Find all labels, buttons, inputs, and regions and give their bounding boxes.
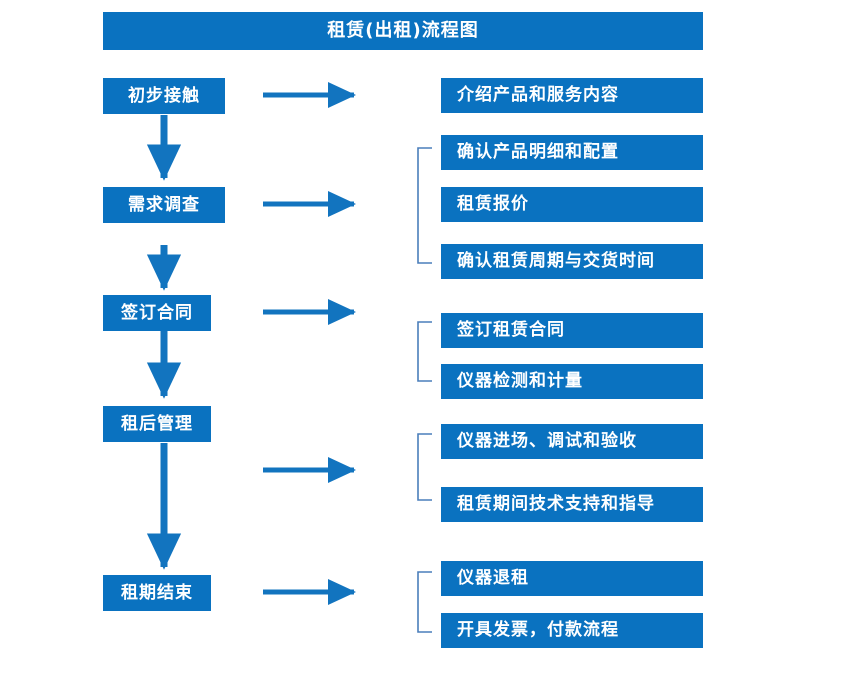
detail-box-instrument-entry-commissioning-acceptance[interactable]: 仪器进场、调试和验收 <box>441 424 703 459</box>
detail-label: 介绍产品和服务内容 <box>457 85 619 105</box>
detail-box-sign-rental-contract[interactable]: 签订租赁合同 <box>441 313 703 348</box>
detail-box-instrument-return[interactable]: 仪器退租 <box>441 561 703 596</box>
detail-label: 仪器检测和计量 <box>457 371 583 391</box>
detail-box-technical-support-guidance[interactable]: 租赁期间技术支持和指导 <box>441 487 703 522</box>
stage-label: 初步接触 <box>128 85 200 106</box>
detail-box-confirm-product-details-config[interactable]: 确认产品明细和配置 <box>441 135 703 170</box>
detail-label: 确认产品明细和配置 <box>457 142 619 162</box>
detail-label: 仪器退租 <box>457 568 529 588</box>
stage-label: 租期结束 <box>121 582 193 603</box>
stage-label: 需求调查 <box>128 194 200 215</box>
detail-label: 确认租赁周期与交货时间 <box>457 251 655 271</box>
detail-label: 开具发票，付款流程 <box>457 620 619 640</box>
stage-label: 签订合同 <box>121 302 193 323</box>
detail-box-rental-quotation[interactable]: 租赁报价 <box>441 187 703 222</box>
stage-box-sign-contract[interactable]: 签订合同 <box>103 295 211 331</box>
detail-label: 租赁报价 <box>457 194 529 214</box>
diagram-title-bar: 租赁(出租)流程图 <box>103 12 703 50</box>
bracket-stage-2 <box>417 147 432 264</box>
bracket-stage-4 <box>417 433 432 501</box>
stage-box-requirement-survey[interactable]: 需求调查 <box>103 187 225 223</box>
detail-box-introduce-products-services[interactable]: 介绍产品和服务内容 <box>441 78 703 113</box>
detail-label: 租赁期间技术支持和指导 <box>457 494 655 514</box>
group-brackets <box>417 147 432 633</box>
detail-box-invoice-payment-process[interactable]: 开具发票，付款流程 <box>441 613 703 648</box>
diagram-title: 租赁(出租)流程图 <box>327 20 479 41</box>
horizontal-flow-arrows <box>263 82 357 605</box>
detail-box-instrument-inspection-metering[interactable]: 仪器检测和计量 <box>441 364 703 399</box>
detail-box-confirm-rental-period-delivery[interactable]: 确认租赁周期与交货时间 <box>441 244 703 279</box>
bracket-stage-3 <box>417 321 432 382</box>
stage-label: 租后管理 <box>121 413 193 434</box>
detail-label: 签订租赁合同 <box>457 320 565 340</box>
bracket-stage-5 <box>417 571 432 633</box>
stage-box-initial-contact[interactable]: 初步接触 <box>103 78 225 114</box>
stage-box-rental-end[interactable]: 租期结束 <box>103 575 211 611</box>
stage-box-post-rental-management[interactable]: 租后管理 <box>103 406 211 442</box>
detail-label: 仪器进场、调试和验收 <box>457 431 637 451</box>
